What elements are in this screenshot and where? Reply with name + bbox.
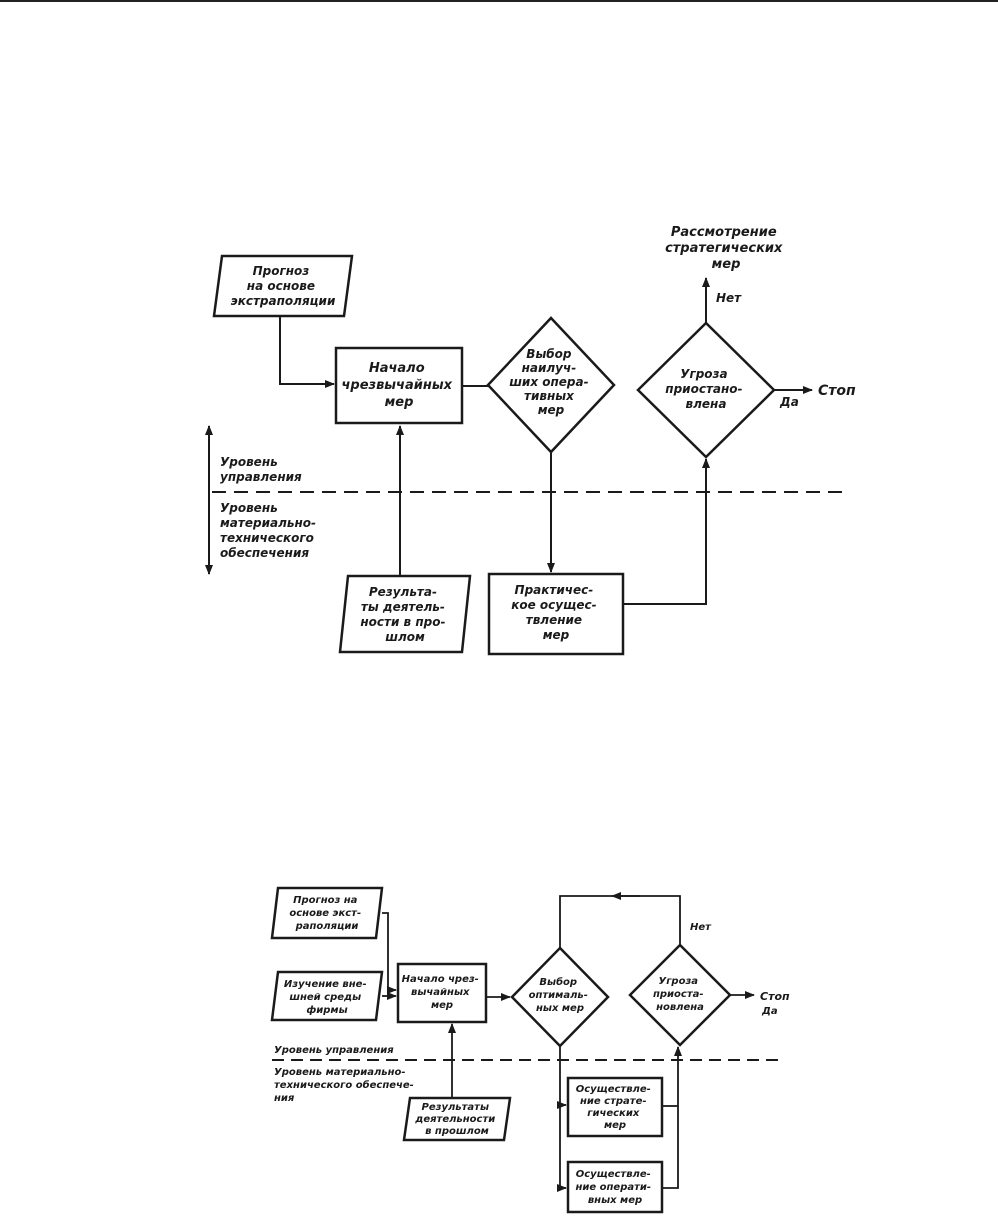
- page-top-rule: [0, 0, 998, 2]
- diagram-1: Прогноз на основе экстраполяции Начало ч…: [205, 225, 856, 656]
- results-label-1: Результа- ты деятель- ности в про- шлом: [360, 585, 449, 644]
- forecast-box-2: [270, 886, 384, 940]
- consider-label-1: Рассмотрение стратегических мер: [665, 225, 787, 272]
- no-label-2: Нет: [690, 922, 712, 933]
- level-supply-label-1: Уровень материально- технического обеспе…: [220, 501, 320, 560]
- start-box-2: [396, 962, 488, 1024]
- start-label-2: Начало чрез- вычайных мер: [402, 974, 483, 1011]
- level-supply-label-2: Уровень материально- технического обеспе…: [274, 1067, 417, 1104]
- choose-label-1: Выбор наилуч- ших опера- тивных мер: [509, 347, 593, 417]
- operative-box-2: [566, 1160, 664, 1214]
- start-label-1: Начало чрезвычайных мер: [341, 361, 456, 410]
- results-box-1: [338, 574, 472, 654]
- level-management-label-1: Уровень управления: [220, 455, 302, 484]
- arrow-practical-to-threat-1: [623, 458, 710, 605]
- operative-label-2: Осуществле- ние операти- вных мер: [575, 1169, 654, 1206]
- threat-label-2: Угроза приоста- новлена: [653, 976, 707, 1013]
- study-box-2: [270, 970, 384, 1022]
- strategic-box-2: [566, 1076, 664, 1138]
- yes-label-2: Да: [761, 1006, 778, 1017]
- study-label-2: Изучение вне- шней среды фирмы: [284, 979, 370, 1016]
- loop-no-line-2: [559, 895, 681, 948]
- arrow-forecast-to-start-1: [279, 316, 335, 388]
- yes-label-1: Да: [779, 395, 799, 409]
- threat-label-1: Угроза приостано- влена: [665, 367, 746, 411]
- arrow-to-threat-2: [662, 1046, 682, 1189]
- practical-label-1: Практичес- кое осущес- твление мер: [511, 583, 601, 642]
- stop-label-1: Стоп: [818, 383, 856, 399]
- forecast-box-1: [212, 254, 354, 318]
- choose-label-2: Выбор оптималь- ных мер: [529, 976, 592, 1014]
- strategic-label-2: Осуществле- ние страте- гических мер: [576, 1084, 655, 1131]
- practical-box-1: [487, 572, 625, 656]
- level-management-label-2: Уровень управления: [274, 1045, 394, 1056]
- threat-diamond-2: [628, 943, 732, 1047]
- results-label-2: Результаты деятельности в прошлом: [414, 1102, 499, 1137]
- forecast-label-1: Прогноз на основе экстраполяции: [231, 264, 336, 308]
- results-box-2: [402, 1096, 512, 1142]
- stop-label-2: Стоп: [760, 990, 790, 1003]
- start-box-1: [334, 346, 464, 425]
- no-label-1: Нет: [716, 291, 742, 305]
- threat-diamond-1: [636, 321, 776, 459]
- forecast-label-2: Прогноз на основе экст- раполяции: [289, 895, 364, 932]
- diagram-2: Прогноз на основе экст- раполяции Изучен…: [270, 886, 790, 1214]
- arrow-forecast-to-start-2: [382, 912, 397, 994]
